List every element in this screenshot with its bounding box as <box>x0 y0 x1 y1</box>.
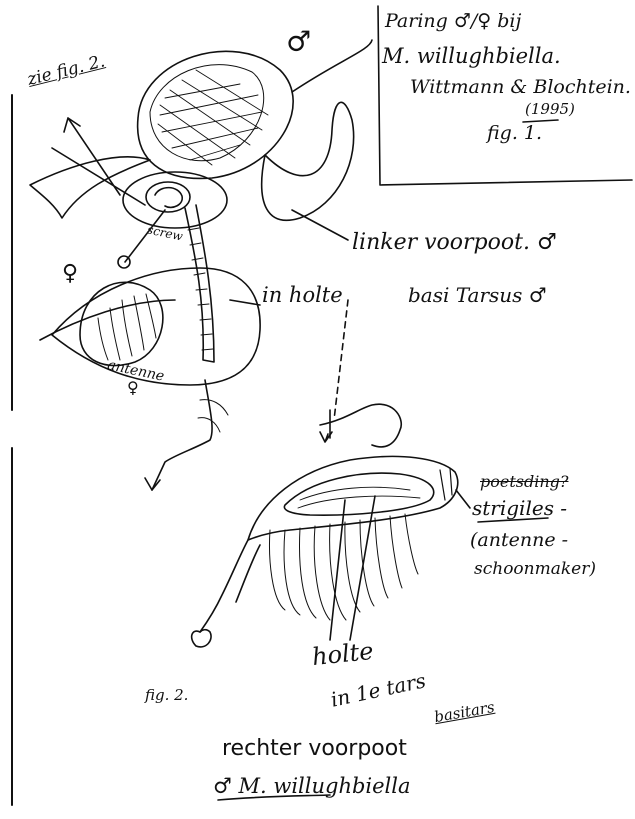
fig2-holte-pointer <box>350 496 375 640</box>
label-holte: holte <box>311 639 375 669</box>
label-species-male: ♂ M. willughbiella <box>213 776 411 797</box>
fig2-strigiles-pointer <box>456 490 470 508</box>
fig2-tibia <box>192 540 260 647</box>
label-schoonmaker: schoonmaker) <box>474 561 596 578</box>
label-rechter-voorpoot: rechter voorpoot <box>222 738 407 760</box>
female-symbol: ♀ <box>62 263 78 285</box>
figure-2-label: fig. 2. <box>145 688 188 703</box>
caption-year: (1995) <box>525 102 575 117</box>
caption-authors: Wittmann & Blochtein. <box>410 78 631 97</box>
female-leg-segments <box>198 400 228 432</box>
joint-ellipse <box>123 172 227 228</box>
fig-ref-arrow <box>64 118 120 195</box>
male-symbol: ♂ <box>286 28 311 56</box>
caption-title: Paring ♂/♀ bij <box>385 12 521 31</box>
label-linker-voorpoot: linker voorpoot. ♂ <box>352 232 557 254</box>
voorpoot-pointer <box>292 210 348 240</box>
fig2-basitarsus <box>248 456 458 540</box>
label-basitarsus: basi Tarsus ♂ <box>408 285 547 305</box>
label-poetsding-struck: poetsding? <box>480 474 568 490</box>
female-leg-claw <box>145 478 160 490</box>
fig2-leg <box>320 404 401 447</box>
label-antenne-note: (antenne - <box>470 531 568 550</box>
label-strigiles: strigiles - <box>472 498 567 518</box>
fig2-dashed-arrow <box>334 300 348 420</box>
screw-head <box>118 256 130 268</box>
female-leg <box>152 380 212 490</box>
male-body-outline <box>262 102 354 220</box>
label-in-holte: in holte <box>262 285 343 306</box>
male-head-shape <box>30 157 150 218</box>
fig2-holte-pointer-2 <box>330 500 345 640</box>
antenna-stalk <box>185 205 214 362</box>
caption-figure-number: fig. 1. <box>487 124 542 143</box>
caption-species: M. willughbiella. <box>382 46 561 67</box>
antenne-female-symbol: ♀ <box>127 380 139 396</box>
